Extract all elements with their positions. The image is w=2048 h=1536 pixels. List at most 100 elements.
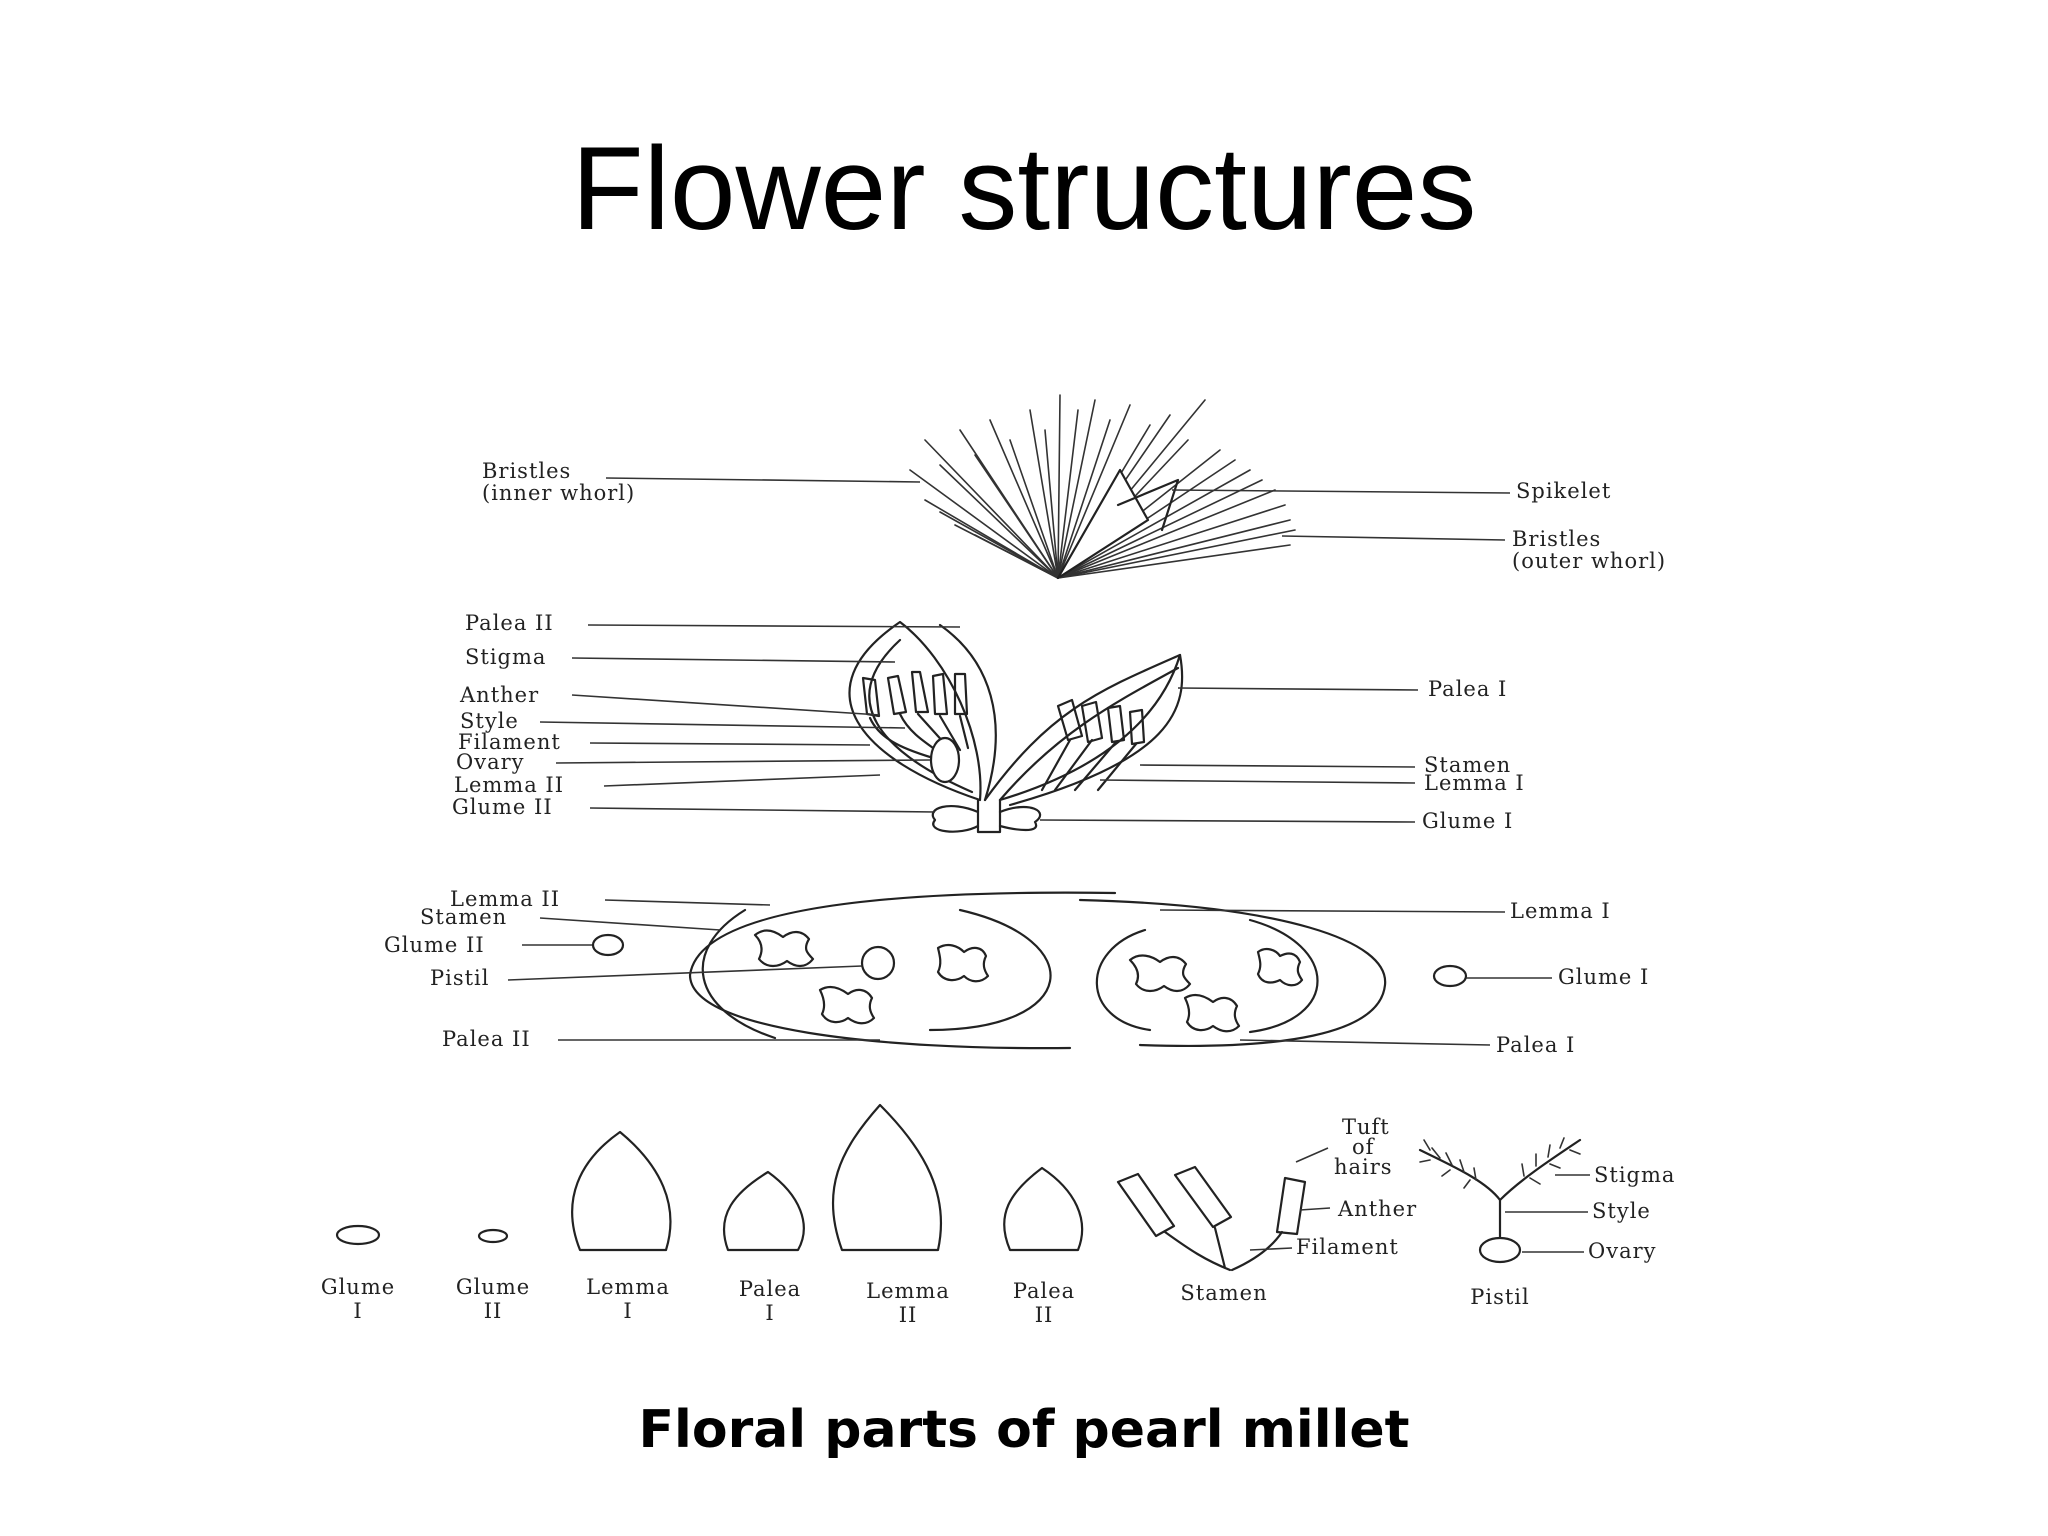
label-bristles-outer-2: (outer whorl): [1512, 549, 1666, 573]
ovary-part-shape: [1478, 1236, 1522, 1264]
part-sub-palea-i: I: [765, 1301, 774, 1325]
part-name-lemma-ii: Lemma: [866, 1279, 950, 1303]
part-name-lemma-i: Lemma: [586, 1275, 670, 1299]
spikelet-glume-shape: [1056, 468, 1150, 580]
lemma-i-cross: [1078, 898, 1387, 1048]
leader-spikelet: [1171, 489, 1511, 494]
leader-style: [539, 721, 906, 729]
part-name-glume-ii: Glume: [456, 1275, 530, 1299]
bristle-line: [1057, 479, 1263, 579]
leader-x-lemma-i: [1159, 909, 1506, 913]
leader-anther-part: [1299, 1207, 1331, 1211]
palea-i-part: [722, 1170, 805, 1252]
leader-glume-ii: [589, 807, 936, 813]
bristle-line: [1044, 429, 1059, 579]
leader-x-lemma-ii: [604, 899, 771, 906]
part-sub-glume-ii: II: [484, 1299, 503, 1323]
palea-ii-part: [1003, 1166, 1084, 1252]
label-style-part: Style: [1592, 1199, 1651, 1223]
lemma-i-part: [571, 1130, 672, 1252]
label-style: Style: [460, 709, 519, 733]
label-bristles-inner-2: (inner whorl): [482, 481, 635, 505]
label-x-glume-ii: Glume II: [384, 933, 485, 957]
part-sub-lemma-ii: II: [899, 1303, 918, 1327]
bristle-line: [939, 464, 1059, 579]
pistil-part: [1418, 1137, 1582, 1264]
bristle-line: [1029, 409, 1059, 579]
leader-filament: [589, 742, 871, 746]
stamen-part: [1116, 1165, 1307, 1272]
palea-i-inner-left: [1095, 928, 1152, 1032]
bristle-line: [1057, 469, 1251, 579]
rachilla-base: [976, 798, 1002, 834]
bristle-line: [909, 469, 1059, 579]
bristle-line: [1009, 439, 1059, 579]
lemma-ii-outline: [938, 623, 997, 802]
leader-palea-ii: [587, 624, 961, 628]
glume-ii-shape: [931, 804, 980, 833]
bristle-line: [1057, 419, 1111, 579]
part-sub-lemma-i: I: [623, 1299, 632, 1323]
label-glume-ii: Glume II: [452, 795, 553, 819]
palea-i-inner-right: [1248, 918, 1319, 1034]
leader-lemma-i: [1099, 779, 1416, 784]
part-name-stamen: Stamen: [1180, 1281, 1267, 1305]
bristle-line: [1057, 404, 1131, 579]
label-x-lemma-ii: Lemma II: [450, 887, 560, 911]
lemma-ii-part: [831, 1103, 943, 1252]
glume-i-part: [335, 1224, 381, 1246]
label-x-pistil: Pistil: [430, 966, 490, 990]
leader-x-stamen: [539, 917, 721, 931]
leader-stamen: [1139, 764, 1416, 768]
ovary-shape: [929, 736, 961, 784]
bristle-line: [989, 419, 1059, 579]
bristle-line: [1057, 519, 1291, 579]
label-x-palea-i: Palea I: [1496, 1033, 1575, 1057]
label-bristles-outer-1: Bristles: [1512, 527, 1601, 551]
leader-bristles-inner: [605, 477, 921, 483]
stamen-sections-right: [1128, 947, 1304, 1033]
part-name-palea-ii: Palea: [1013, 1279, 1075, 1303]
anthers-right: [1040, 698, 1146, 792]
leader-x-pistil: [507, 965, 863, 981]
label-of: of: [1352, 1135, 1376, 1159]
bristle-line: [1057, 394, 1061, 579]
bristle-line: [1057, 399, 1096, 579]
leader-filament-part: [1249, 1247, 1293, 1251]
longitudinal-section: [848, 620, 1184, 834]
label-filament: Filament: [458, 730, 561, 754]
label-filament-part: Filament: [1296, 1235, 1399, 1259]
palea-ii-inner-right: [928, 908, 1052, 1032]
palea-i-outline: [983, 653, 1182, 802]
stamen-sections-left: [753, 929, 990, 1025]
slide-title: Flower structures: [571, 123, 1477, 255]
spikelet-with-bristles: [909, 394, 1296, 580]
palea-ii-inner-left: [701, 908, 777, 1040]
label-x-lemma-i: Lemma I: [1510, 899, 1611, 923]
lemma-ii-cross: [688, 891, 1117, 1050]
lemma-i-outline: [1008, 653, 1184, 807]
leader-palea-i: [1177, 687, 1419, 691]
bristle-line: [999, 544, 1059, 579]
dissected-parts: [335, 1103, 1590, 1272]
label-x-palea-ii: Palea II: [442, 1027, 531, 1051]
bristle-line: [1057, 409, 1079, 579]
label-palea-i: Palea I: [1428, 677, 1507, 701]
bristle-line: [924, 439, 1059, 579]
label-hairs: hairs: [1334, 1155, 1393, 1179]
part-sub-palea-ii: II: [1035, 1303, 1054, 1327]
label-x-stamen: Stamen: [420, 905, 507, 929]
glume-i-cross: [1432, 964, 1468, 988]
label-anther-part: Anther: [1337, 1197, 1417, 1221]
label-ovary: Ovary: [456, 750, 525, 774]
part-name-glume-i: Glume: [321, 1275, 395, 1299]
bristle-line: [1057, 489, 1276, 579]
cross-section: [591, 891, 1468, 1050]
label-lemma-ii: Lemma II: [454, 773, 564, 797]
label-lemma-i: Lemma I: [1424, 771, 1525, 795]
leader-anther: [571, 694, 881, 716]
bristle-line: [1057, 504, 1286, 579]
glume-ii-cross: [591, 933, 625, 957]
label-ovary-part: Ovary: [1588, 1239, 1657, 1263]
